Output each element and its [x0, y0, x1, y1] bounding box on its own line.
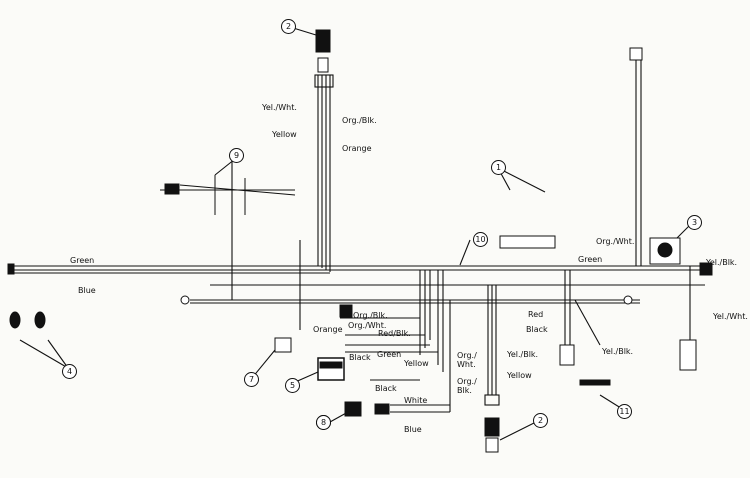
bottom-switch-2	[484, 417, 500, 437]
callout-5: 5	[285, 378, 300, 393]
wire-label-yellow-mid: Yellow	[404, 359, 429, 368]
yel-blk-branch	[574, 299, 601, 346]
wire-label-white: White	[404, 396, 428, 405]
callout-2-bottom: 2	[533, 413, 548, 428]
wire-label-black-low: Black	[375, 384, 397, 393]
right-relay	[679, 339, 697, 371]
lower-left-eyelet	[180, 295, 190, 305]
item-5-module	[317, 357, 345, 381]
right-connector	[699, 262, 713, 276]
callout-7: 7	[244, 372, 259, 387]
wire-label-org-wht-mid: Org./Wht.	[348, 321, 387, 330]
low-trunk-sleeve	[484, 394, 500, 406]
wire-label-red-blk: Red/Blk.	[378, 329, 411, 338]
bulb-4-left	[9, 311, 21, 329]
item-11-bar	[579, 379, 611, 386]
wire-label-org-blk-mid: Org./Blk.	[353, 311, 388, 320]
item-3-lamp	[657, 242, 673, 258]
trunk-sleeve	[314, 74, 334, 88]
wire-label-black-mid: Black	[349, 353, 371, 362]
red-black-connector	[559, 344, 575, 366]
wire-label-org-blk-top: Org./Blk.	[342, 116, 377, 125]
wire-label-yellow-top: Yellow	[272, 130, 297, 139]
item-8-plug	[374, 403, 390, 415]
callout-11: 11	[617, 404, 632, 419]
wire-label-orange-top: Orange	[342, 144, 372, 153]
wire-label-red: Red	[528, 310, 544, 319]
bulb-4-right	[34, 311, 46, 329]
wire-label-green-left: Green	[70, 256, 95, 265]
connector-org-wht	[339, 304, 353, 318]
item-9-plug	[164, 183, 180, 195]
wire-label-yel-blk-low: Yel./Blk.	[507, 350, 539, 359]
callout-10: 10	[473, 232, 488, 247]
right-top-connector	[629, 47, 643, 61]
callout-1: 1	[491, 160, 506, 175]
left-connector	[7, 263, 15, 275]
lower-right-eyelet	[623, 295, 633, 305]
wire-label-blue-low: Blue	[404, 425, 422, 434]
wire-label-yel-wht-top: Yel./Wht.	[262, 103, 297, 112]
item-10-bracket	[499, 235, 556, 249]
top-switch-plug	[317, 57, 329, 73]
wire-label-yel-blk-right: Yel./Blk.	[706, 258, 738, 267]
callout-8: 8	[316, 415, 331, 430]
wire-label-yel-blk-mid: Yel./Blk.	[602, 347, 634, 356]
wire-label-yellow-low: Yellow	[507, 371, 532, 380]
wire-label-blue-left: Blue	[78, 286, 96, 295]
wire-label-org-wht-low: Org./ Wht.	[457, 351, 477, 369]
wire-label-green-mid: Green	[377, 350, 402, 359]
wire-label-yel-wht-right: Yel./Wht.	[713, 312, 748, 321]
item-9-wire-b	[179, 184, 296, 196]
callout-2-top: 2	[281, 19, 296, 34]
wire-label-green-right: Green	[578, 255, 603, 264]
bottom-switch-plug	[485, 437, 499, 453]
top-switch-2	[315, 29, 331, 53]
wire-label-org-blk-low: Org./ Blk.	[457, 377, 477, 395]
wire-label-orange-mid: Orange	[313, 325, 343, 334]
item-3-module	[649, 237, 681, 265]
item-7-connector	[274, 337, 292, 353]
wire-label-org-wht-right: Org./Wht.	[596, 237, 635, 246]
callout-3: 3	[687, 215, 702, 230]
item-5-plug	[319, 361, 343, 369]
wire-label-black-right: Black	[526, 325, 548, 334]
callout-4: 4	[62, 364, 77, 379]
item-8-switch	[344, 401, 362, 417]
callout-9: 9	[229, 148, 244, 163]
